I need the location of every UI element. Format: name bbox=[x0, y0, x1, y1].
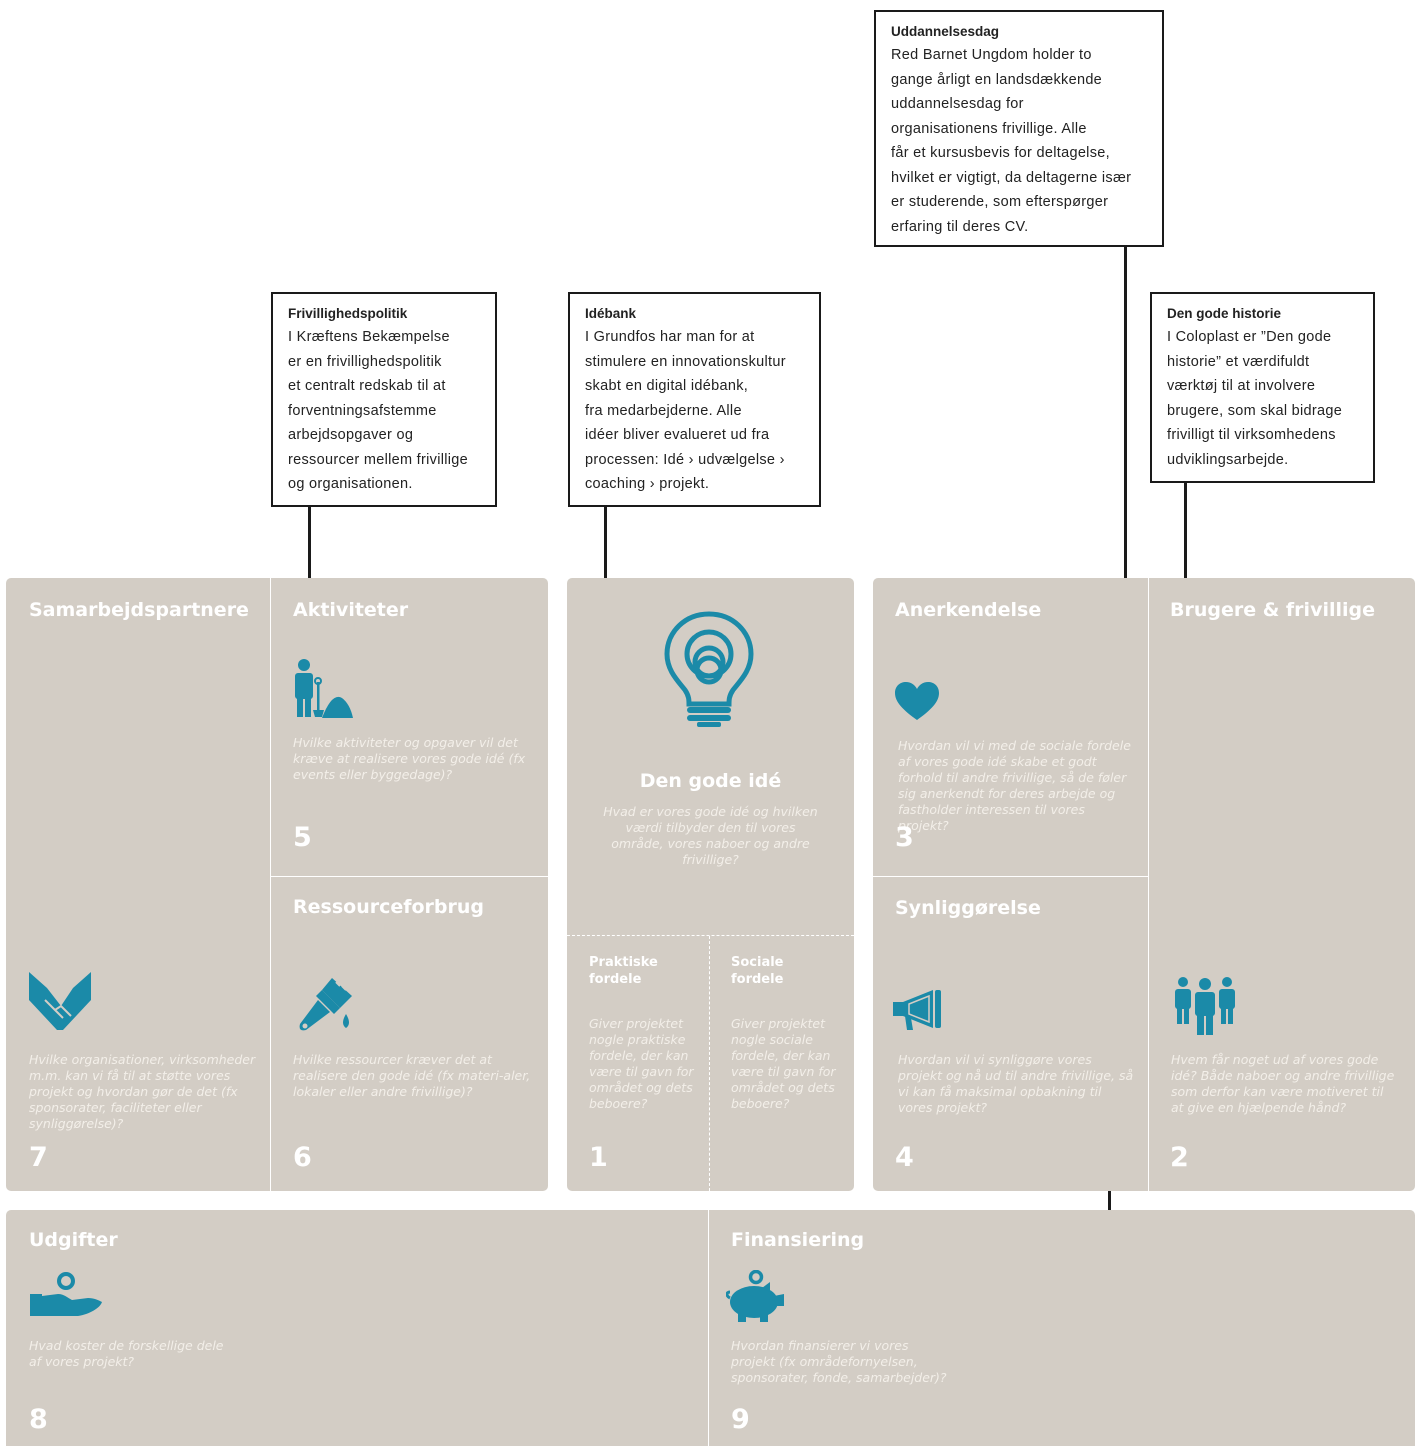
callout-title: Den gode historie bbox=[1167, 306, 1282, 321]
dashed-divider bbox=[567, 935, 854, 936]
cell-question-synliggorelse: Hvordan vil vi synliggøre vores projekt … bbox=[898, 1052, 1134, 1115]
cell-question-udgifter: Hvad koster de forskellige dele af vores… bbox=[29, 1338, 224, 1369]
cell-title-anerkendelse: Anerkendelse bbox=[895, 599, 1042, 621]
divider bbox=[271, 876, 548, 877]
cell-number-ressourceforbrug: 6 bbox=[293, 1142, 312, 1173]
callout-title: Idébank bbox=[585, 306, 637, 321]
cell-question-ressourceforbrug: Hvilke ressourcer kræver det at realiser… bbox=[293, 1052, 531, 1099]
cell-title-praktiske-fordele: Praktiske fordele bbox=[589, 955, 658, 987]
cell-number-finansiering: 9 bbox=[731, 1404, 750, 1435]
cell-title-finansiering: Finansiering bbox=[731, 1229, 865, 1251]
divider bbox=[708, 1210, 709, 1446]
cell-number-synliggorelse: 4 bbox=[895, 1142, 914, 1173]
cell-number-brugere: 2 bbox=[1170, 1142, 1189, 1173]
megaphone-icon bbox=[893, 990, 941, 1030]
divider bbox=[1148, 578, 1149, 1191]
callout-body: I Kræftens Bekæmpelse er en frivillighed… bbox=[288, 329, 469, 492]
paintbrush-icon bbox=[299, 978, 352, 1031]
cell-number-aktiviteter: 5 bbox=[293, 822, 312, 853]
callout-body: I Grundfos har man for at stimulere en i… bbox=[585, 329, 786, 492]
worker-shovel-icon bbox=[295, 659, 353, 718]
cell-question-samarbejdspartnere: Hvilke organisationer, virksomheder m.m.… bbox=[29, 1052, 256, 1131]
dashed-divider bbox=[709, 936, 710, 1191]
divider bbox=[873, 876, 1148, 877]
cell-title-udgifter: Udgifter bbox=[29, 1229, 118, 1251]
panel-right: Anerkendelse Hvordan vil vi med de socia… bbox=[873, 578, 1415, 1191]
cell-title-aktiviteter: Aktiviteter bbox=[293, 599, 409, 621]
cell-question-anerkendelse: Hvordan vil vi med de sociale fordele af… bbox=[898, 738, 1131, 833]
callout-title: Frivillighedspolitik bbox=[288, 306, 408, 321]
lightbulb-icon bbox=[664, 611, 754, 727]
handshake-icon bbox=[29, 972, 91, 1030]
connector-line-frivillighedspolitik bbox=[308, 506, 311, 594]
cell-number-den-gode-ide: 1 bbox=[589, 1142, 608, 1173]
cell-title-sociale-fordele: Sociale fordele bbox=[731, 955, 784, 987]
cell-number-samarbejdspartnere: 7 bbox=[29, 1142, 48, 1173]
panel-center: Den gode idé Hvad er vores gode idé og h… bbox=[567, 578, 854, 1191]
cell-number-udgifter: 8 bbox=[29, 1404, 48, 1435]
heart-icon bbox=[895, 682, 939, 720]
cell-number-anerkendelse: 3 bbox=[895, 822, 914, 853]
cell-question-sociale-fordele: Giver projektet nogle sociale fordele, d… bbox=[731, 1016, 836, 1111]
connector-line-uddannelsesdag bbox=[1124, 246, 1127, 594]
callout-uddannelsesdag: Uddannelsesdag Red Barnet Ungdom holder … bbox=[874, 10, 1164, 247]
cell-question-den-gode-ide: Hvad er vores gode idé og hvilken værdi … bbox=[603, 804, 818, 867]
callout-body: I Coloplast er ”Den gode historie” et væ… bbox=[1167, 329, 1343, 468]
divider bbox=[270, 578, 271, 1191]
callout-body: Red Barnet Ungdom holder to gange årligt… bbox=[891, 47, 1132, 235]
cell-title-synliggorelse: Synliggørelse bbox=[895, 897, 1041, 919]
connector-line-idebank bbox=[604, 506, 607, 594]
cell-title-brugere: Brugere & frivillige bbox=[1170, 599, 1375, 621]
cell-question-finansiering: Hvordan finansierer vi vores projekt (fx… bbox=[731, 1338, 947, 1385]
cell-question-aktiviteter: Hvilke aktiviteter og opgaver vil det kr… bbox=[293, 735, 526, 782]
hand-coin-icon bbox=[30, 1272, 102, 1316]
callout-idebank: Idébank I Grundfos har man for at stimul… bbox=[568, 292, 821, 507]
panel-left: Samarbejdspartnere Hvilke organisationer… bbox=[6, 578, 548, 1191]
cell-title-samarbejdspartnere: Samarbejdspartnere bbox=[29, 599, 249, 621]
callout-frivillighedspolitik: Frivillighedspolitik I Kræftens Bekæmpel… bbox=[271, 292, 497, 507]
people-icon bbox=[1175, 977, 1235, 1035]
callout-title: Uddannelsesdag bbox=[891, 24, 1000, 39]
callout-god-historie: Den gode historie I Coloplast er ”Den go… bbox=[1150, 292, 1375, 483]
cell-title-ressourceforbrug: Ressourceforbrug bbox=[293, 896, 485, 918]
cell-question-brugere: Hvem får noget ud af vores gode idé? Båd… bbox=[1171, 1052, 1395, 1115]
cell-question-praktiske-fordele: Giver projektet nogle praktiske fordele,… bbox=[589, 1016, 694, 1111]
cell-title-den-gode-ide: Den gode idé bbox=[639, 770, 782, 792]
piggy-bank-icon bbox=[726, 1270, 784, 1322]
panel-bottom: Udgifter Hvad koster de forskellige dele… bbox=[6, 1210, 1415, 1446]
connector-line-god-historie bbox=[1184, 482, 1187, 594]
